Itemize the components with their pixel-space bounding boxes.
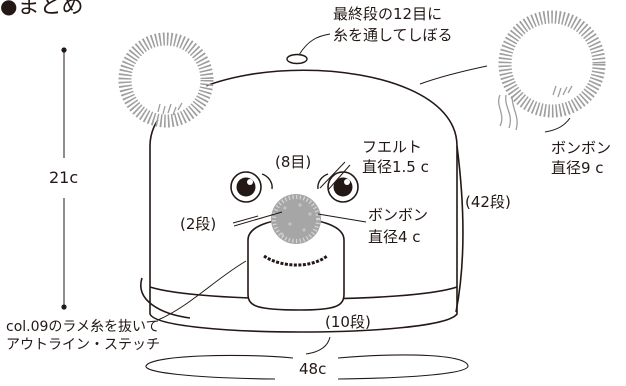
top-opening — [286, 53, 308, 65]
nose-pompom-label-line2: 直径4 c — [368, 228, 421, 246]
right-eye — [327, 171, 359, 203]
top-note-line2: 糸を通してしぼる — [333, 26, 453, 44]
eye-rows-label: (2段) — [180, 215, 217, 233]
mouth-note-line2: アウトライン・ステッチ — [6, 337, 160, 353]
section-title-text: まとめ — [17, 0, 84, 19]
nose-pompom-label-line1: ボンボン — [368, 206, 429, 224]
bottom-rows-label: (10段) — [325, 313, 371, 331]
height-label: 21c — [49, 168, 79, 187]
side-rows-label: (42段) — [465, 193, 511, 211]
mouth-note-line1: col.09のラメ糸を抜いて — [6, 319, 160, 335]
leader-lines — [157, 33, 571, 355]
bullet-icon: ● — [0, 0, 18, 18]
width-ellipse — [145, 354, 469, 380]
felt-label-line1: フエルト — [362, 138, 423, 156]
height-dimension — [61, 47, 67, 310]
nose-pompom — [271, 194, 321, 244]
brows — [261, 173, 329, 190]
felt-label-line2: 直径1.5 c — [362, 158, 429, 176]
ear-pompom-label-line2: 直径9 c — [551, 159, 604, 177]
left-ear-pompom — [118, 32, 214, 128]
section-title: ●まとめ — [0, 0, 83, 19]
eye-stitches-label: (8目) — [275, 153, 312, 171]
mouth-stitch — [263, 254, 328, 267]
ear-pompom-label-line1: ボンボン — [551, 139, 612, 157]
top-note-line1: 最終段の12目に — [333, 5, 443, 23]
width-label: 48c — [299, 360, 327, 378]
right-ear-pompom — [498, 10, 606, 131]
left-eye — [230, 171, 262, 203]
